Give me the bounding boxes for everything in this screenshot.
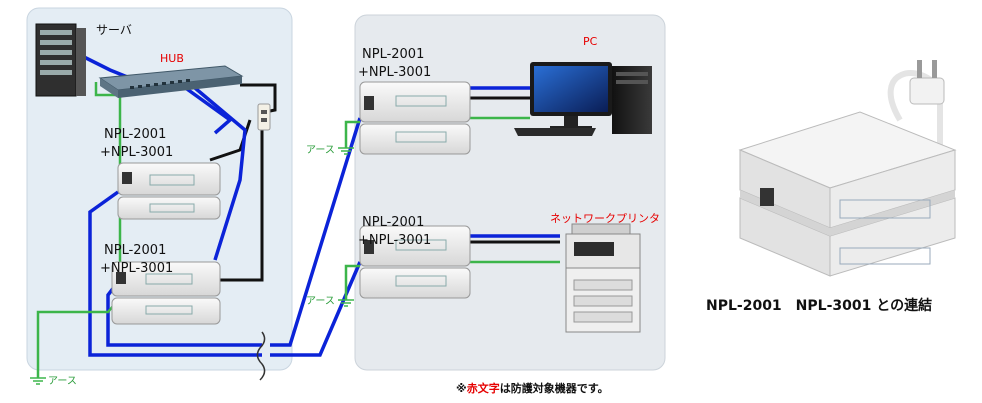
npl-unit-right-1 [359,81,471,155]
note-red-text: 赤文字 [467,381,500,395]
hub-icon [98,65,244,98]
server-label: サーバ [96,23,132,37]
pc-icon [514,62,652,136]
black-cables [200,83,560,282]
pc-label: PC [583,35,598,48]
npl-unit-left-2 [111,261,221,325]
printer-label: ネットワークプリンタ [550,212,660,225]
device-label-right-2-line2: +NPL-3001 [358,233,431,248]
earth-label-right-1: アース [306,145,335,156]
npl-unit-left-1 [117,162,221,220]
product-photo [738,60,957,277]
earth-symbol [338,147,354,155]
device-label-right-1-line2: +NPL-3001 [358,65,431,80]
earth-symbol [338,299,354,307]
cable-break-mark [256,331,266,381]
device-label-right-1-line1: NPL-2001 [362,47,424,62]
earth-label-left: アース [48,376,77,387]
blue-cables [79,53,560,357]
device-label-left-1-line2: +NPL-3001 [100,145,173,160]
printer-icon [565,223,641,333]
device-label-right-2-line1: NPL-2001 [362,215,424,230]
server-icon [35,23,86,97]
note-suffix: は防護対象機器です。 [500,381,609,395]
device-label-left-2-line2: +NPL-3001 [100,261,173,276]
note-prefix: ※ [456,382,467,395]
earth-symbol [30,377,46,385]
protected-device-note: ※赤文字は防護対象機器です。 [456,381,609,395]
hub-label: HUB [160,52,184,65]
wall-outlet-icon [257,103,271,131]
earth-label-right-2: アース [306,296,335,307]
npl-unit-right-2 [359,225,471,299]
device-label-left-2-line1: NPL-2001 [104,243,166,258]
product-caption: NPL-2001 NPL-3001 との連結 [706,297,932,314]
device-label-left-1-line1: NPL-2001 [104,127,166,142]
